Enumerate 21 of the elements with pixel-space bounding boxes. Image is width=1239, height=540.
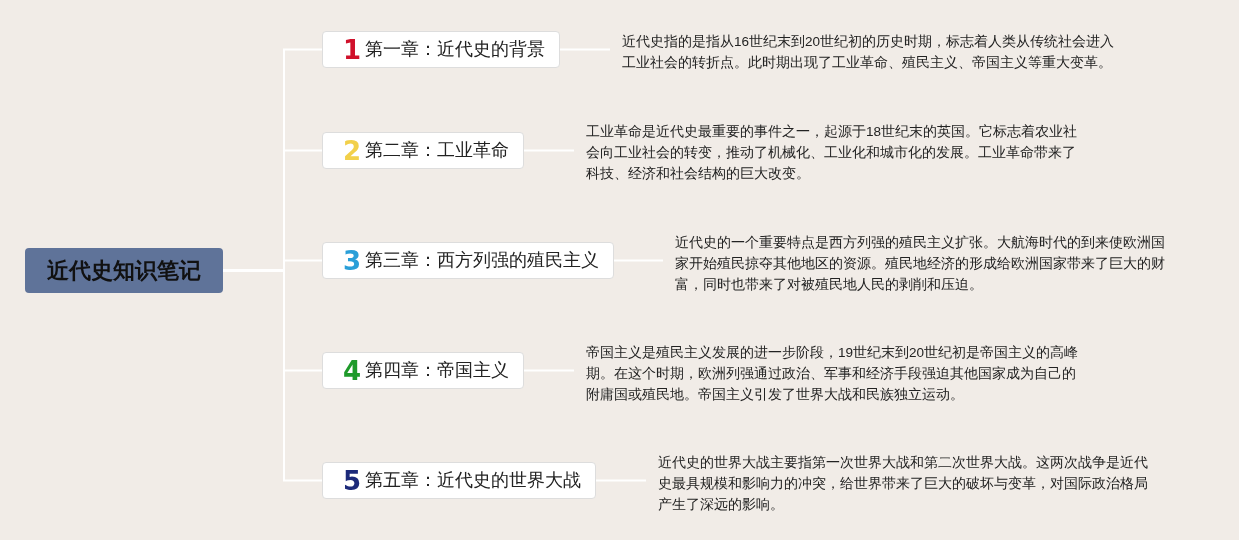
chapter-box <box>322 462 596 499</box>
root-topic-box: 近代史知识笔记 <box>25 248 223 293</box>
chapter-title: 第二章：工业革命 <box>365 139 510 162</box>
chapter-number: 2 <box>343 137 362 164</box>
note-text: 近代史的世界大战主要指第一次世界大战和第二次世界大战。这两次战争是近代史最具规模和影响力的冲突，给世界带来了巨大的破坏与变革，对国际政治格局产生了深远的影响。 <box>658 452 1158 515</box>
note-text: 近代史指的是指从16世纪末到20世纪初的历史时期，标志着人类从传统社会进入工业社会的转折点。此时期出现了工业革命、殖民主义、帝国主义等重大变革。 <box>622 31 1122 73</box>
note-text: 近代史的一个重要特点是西方列强的殖民主义扩张。大航海时代的到来使欧洲国家开始殖民掠夺其他地区的资源。殖民地经济的形成给欧洲国家带来了巨大的财富，同时也带来了对被殖民地人民的剥削和压迫。 <box>675 232 1165 295</box>
chapter-title: 第四章：帝国主义 <box>365 359 510 382</box>
chapter-number: 3 <box>343 247 362 274</box>
note-text: 工业革命是近代史最重要的事件之一，起源于18世纪末的英国。它标志着农业社会向工业社会的转变，推动了机械化、工业化和城市化的发展。工业革命带来了科技、经济和社会结构的巨大改变。 <box>586 121 1086 184</box>
chapter-title: 第五章：近代史的世界大战 <box>365 469 582 492</box>
chapter-number: 4 <box>343 357 362 384</box>
chapter-box <box>322 242 614 279</box>
chapter-box <box>322 31 560 68</box>
chapter-title: 第三章：西方列强的殖民主义 <box>365 249 600 272</box>
chapter-number: 5 <box>343 467 362 494</box>
note-text: 帝国主义是殖民主义发展的进一步阶段，19世纪末到20世纪初是帝国主义的高峰期。在这个时期，欧洲列强通过政治、军事和经济手段强迫其他国家成为自己的附庸国或殖民地。帝国主义引发了世界大战和民族独立运动。 <box>586 342 1086 405</box>
chapter-box <box>322 352 524 389</box>
chapter-box <box>322 132 524 169</box>
chapter-title: 第一章：近代史的背景 <box>365 38 546 61</box>
chapter-number: 1 <box>343 36 362 63</box>
